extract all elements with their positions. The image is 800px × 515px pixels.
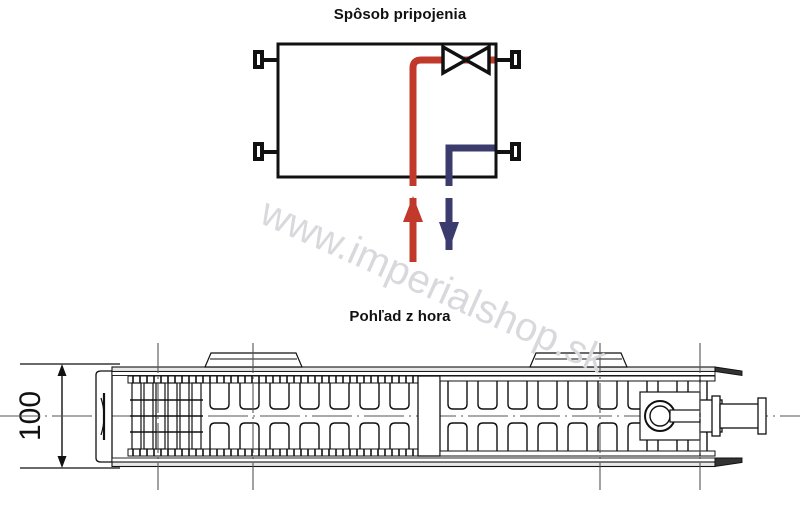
panel-rails-right bbox=[439, 375, 716, 457]
center-divider-block bbox=[417, 375, 441, 457]
supply-pipe-gap-mask bbox=[406, 186, 422, 198]
radiator-right-rail-tip bbox=[714, 366, 743, 468]
supply-flow-arrow bbox=[403, 196, 423, 250]
left-port-bottom bbox=[253, 142, 278, 161]
convector-strip-top bbox=[127, 375, 419, 384]
depth-dimension bbox=[20, 363, 120, 469]
connection-diagram-title: Spôsob pripojenia bbox=[333, 6, 467, 23]
valve-connection-fitting bbox=[639, 376, 767, 456]
connection-diagram-group bbox=[253, 42, 521, 262]
return-flow-arrow bbox=[439, 198, 459, 250]
convector-strip-bottom bbox=[127, 448, 419, 457]
top-view-title: Pohľad z hora bbox=[349, 308, 451, 325]
fin-pack-dense bbox=[130, 382, 203, 450]
right-port-top bbox=[496, 50, 521, 69]
fin-profiles-right bbox=[447, 381, 708, 451]
fin-profiles-left bbox=[209, 383, 410, 449]
left-port-top bbox=[253, 50, 278, 69]
radiator-outline bbox=[276, 42, 498, 179]
return-pipe-gap-mask bbox=[442, 186, 458, 198]
radiator-left-endcap bbox=[95, 370, 113, 463]
radiator-top-rail bbox=[111, 366, 716, 376]
mounting-bracket-right bbox=[529, 352, 628, 368]
right-port-bottom bbox=[496, 142, 521, 161]
radiator-bottom-rail bbox=[111, 457, 716, 468]
top-view-group: 100 bbox=[0, 343, 800, 490]
valve-symbol bbox=[441, 44, 491, 76]
supply-pipe bbox=[409, 56, 470, 262]
